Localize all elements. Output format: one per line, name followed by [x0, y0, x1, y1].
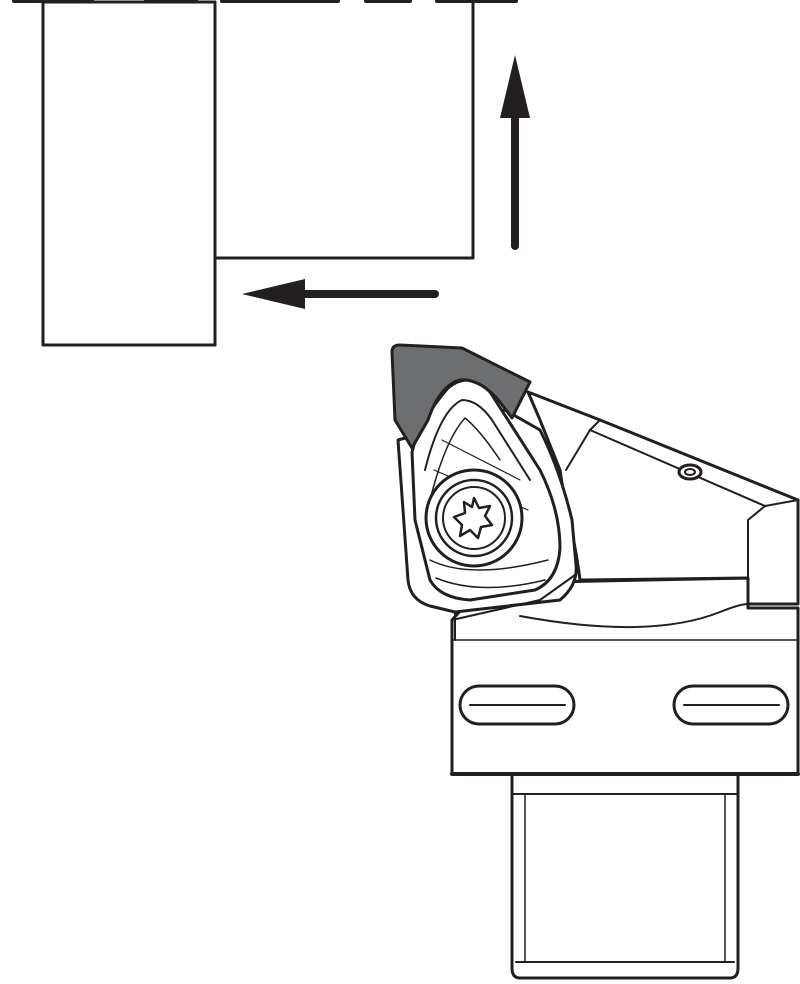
tool-shank	[510, 774, 740, 980]
insert-tip	[390, 343, 532, 450]
torx-star-icon	[424, 468, 524, 568]
small-hole-icon	[677, 463, 703, 481]
axial-feed-arrow	[242, 279, 439, 309]
radial-feed-arrow	[500, 55, 530, 250]
body-slot-left	[458, 684, 576, 726]
workpiece	[41, 0, 475, 347]
body-slot-right	[672, 684, 790, 726]
